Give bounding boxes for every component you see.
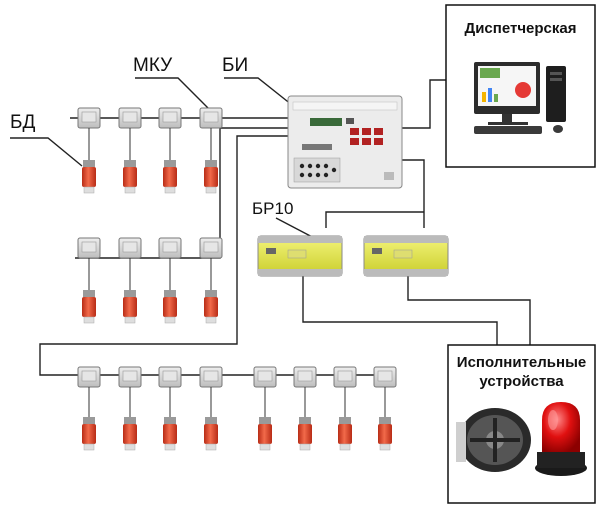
link-br10-actuators-1 [302, 276, 498, 345]
relay-block-icon [363, 235, 449, 277]
link-bi-dispatcher [402, 79, 448, 129]
gas-sensor-icon [204, 290, 218, 324]
gas-sensor-icon [123, 160, 137, 194]
junction-box-icon [118, 237, 142, 259]
junction-box-icon [118, 107, 142, 129]
junction-box-icon [77, 107, 101, 129]
dispatcher-box [445, 4, 596, 168]
link-br10-chain [325, 211, 424, 228]
actuators-title-line2: устройства [479, 373, 564, 390]
gas-sensor-icon [82, 417, 96, 451]
junction-box-icon [199, 107, 223, 129]
beacon-icon [535, 402, 587, 476]
gas-sensor-icon [204, 160, 218, 194]
junction-box-icon [333, 366, 357, 388]
junction-box-icon [199, 366, 223, 388]
leader-mku [135, 77, 209, 109]
bi-label: БИ [222, 55, 249, 76]
gas-sensor-icon [163, 160, 177, 194]
link-bi-br10 [398, 159, 425, 228]
gas-sensor-icon [123, 290, 137, 324]
gas-sensor-icon [258, 417, 272, 451]
gas-sensor-icon [378, 417, 392, 451]
control-unit-icon [287, 95, 403, 189]
actuators-box [447, 344, 596, 504]
sensor-row-2 [77, 237, 223, 324]
actuators-title-line1: Исполнительные [456, 354, 587, 371]
gas-sensor-icon [82, 290, 96, 324]
junction-box-icon [199, 237, 223, 259]
junction-box-icon [158, 366, 182, 388]
junction-box-icon [158, 107, 182, 129]
fan-icon [456, 408, 531, 472]
junction-box-icon [77, 366, 101, 388]
relay-block-icon [257, 235, 343, 277]
gas-sensor-icon [338, 417, 352, 451]
leader-bd [10, 137, 83, 167]
junction-box-icon [158, 237, 182, 259]
bus-row-2 [75, 127, 290, 259]
junction-box-icon [253, 366, 277, 388]
junction-box-icon [118, 366, 142, 388]
br10-label: БР10 [252, 199, 294, 218]
gas-sensor-icon [123, 417, 137, 451]
gas-sensor-icon [163, 290, 177, 324]
bd-label: БД [10, 112, 36, 133]
gas-sensor-icon [163, 417, 177, 451]
gas-sensor-icon [298, 417, 312, 451]
gas-sensor-icon [82, 160, 96, 194]
sensor-row-3 [77, 366, 397, 451]
junction-box-icon [373, 366, 397, 388]
dispatcher-title: Диспетчерская [464, 20, 577, 37]
leader-bi [224, 77, 293, 106]
sensor-row-1 [77, 107, 223, 194]
junction-box-icon [293, 366, 317, 388]
mku-label: МКУ [133, 55, 173, 76]
link-br10-actuators-2 [407, 276, 531, 345]
computer-icon [474, 62, 566, 134]
junction-box-icon [77, 237, 101, 259]
gas-sensor-icon [204, 417, 218, 451]
